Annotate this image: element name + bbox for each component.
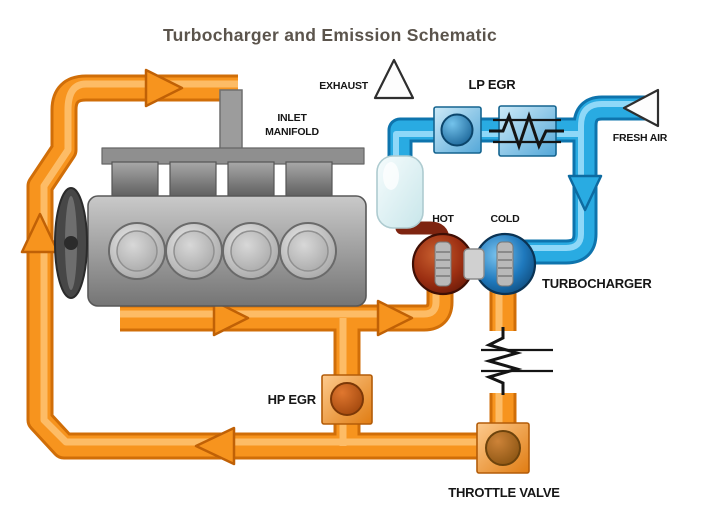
catalyst-highlight xyxy=(383,162,399,190)
exhaust-flow-arrow-right2-icon xyxy=(376,299,414,337)
throttle-valve-disc-icon xyxy=(485,430,521,466)
exhaust-flow-arrow-right-icon xyxy=(212,299,250,337)
cylinder-1-inner xyxy=(116,230,158,272)
lp-egr-valve xyxy=(433,106,482,154)
lp-egr-valve-disc-icon xyxy=(440,113,474,147)
fresh-air-flow-arrow-down-icon xyxy=(567,174,603,212)
label-cold: COLD xyxy=(491,213,521,225)
label-lp-egr: LP EGR xyxy=(469,77,517,92)
cooling-fan-icon xyxy=(54,187,88,299)
page-title: Turbocharger and Emission Schematic xyxy=(163,25,497,45)
intake-flow-arrow-right-icon xyxy=(144,68,184,108)
turbine-wheel-icon xyxy=(434,241,452,287)
hp-egr-valve xyxy=(321,374,373,425)
pipe-highlights xyxy=(40,80,503,448)
turbo-bearing xyxy=(463,248,485,280)
inlet-manifold-pipe xyxy=(219,89,243,153)
intercooler-zigzag-icon xyxy=(483,327,523,395)
exhaust-outlet-triangle-icon xyxy=(373,58,415,100)
lp-egr-cooler xyxy=(489,105,564,157)
cylinders xyxy=(108,222,337,280)
label-hp-egr: HP EGR xyxy=(268,392,317,407)
label-inlet-manifold-line1: INLET xyxy=(277,112,307,124)
turbocharger xyxy=(411,232,537,296)
label-fresh-air: FRESH AIR xyxy=(613,132,668,144)
cylinder-2-inner xyxy=(173,230,215,272)
intercooler xyxy=(479,327,553,395)
return-flow-arrow-left-icon xyxy=(194,426,236,466)
intake-loop-pipe-highlight xyxy=(40,80,503,446)
label-turbocharger: TURBOCHARGER xyxy=(542,276,652,291)
label-inlet-manifold-line2: MANIFOLD xyxy=(265,126,319,138)
label-hot: HOT xyxy=(432,213,454,225)
fresh-air-inlet-triangle-icon xyxy=(622,88,660,128)
label-throttle-valve: THROTTLE VALVE xyxy=(448,485,560,500)
cylinder-3-inner xyxy=(230,230,272,272)
cylinder-head-2 xyxy=(169,161,217,199)
throttle-valve xyxy=(476,422,530,474)
hp-egr-valve-disc-icon xyxy=(330,382,364,416)
cylinder-head-4 xyxy=(285,161,333,199)
catalyst-tank xyxy=(376,155,424,229)
cylinder-head-1 xyxy=(111,161,159,199)
intake-flow-arrow-up-icon xyxy=(20,212,60,254)
orange-pipes xyxy=(26,74,517,460)
cylinder-head-3 xyxy=(227,161,275,199)
exhaust-pipe-highlight xyxy=(120,268,440,318)
engine-block xyxy=(54,147,367,307)
compressor-wheel-icon xyxy=(496,241,514,287)
label-exhaust: EXHAUST xyxy=(319,80,369,92)
exhaust-pipe-fill xyxy=(120,268,451,329)
cooler-zigzag-icon xyxy=(489,111,564,151)
cylinder-4-inner xyxy=(287,230,329,272)
